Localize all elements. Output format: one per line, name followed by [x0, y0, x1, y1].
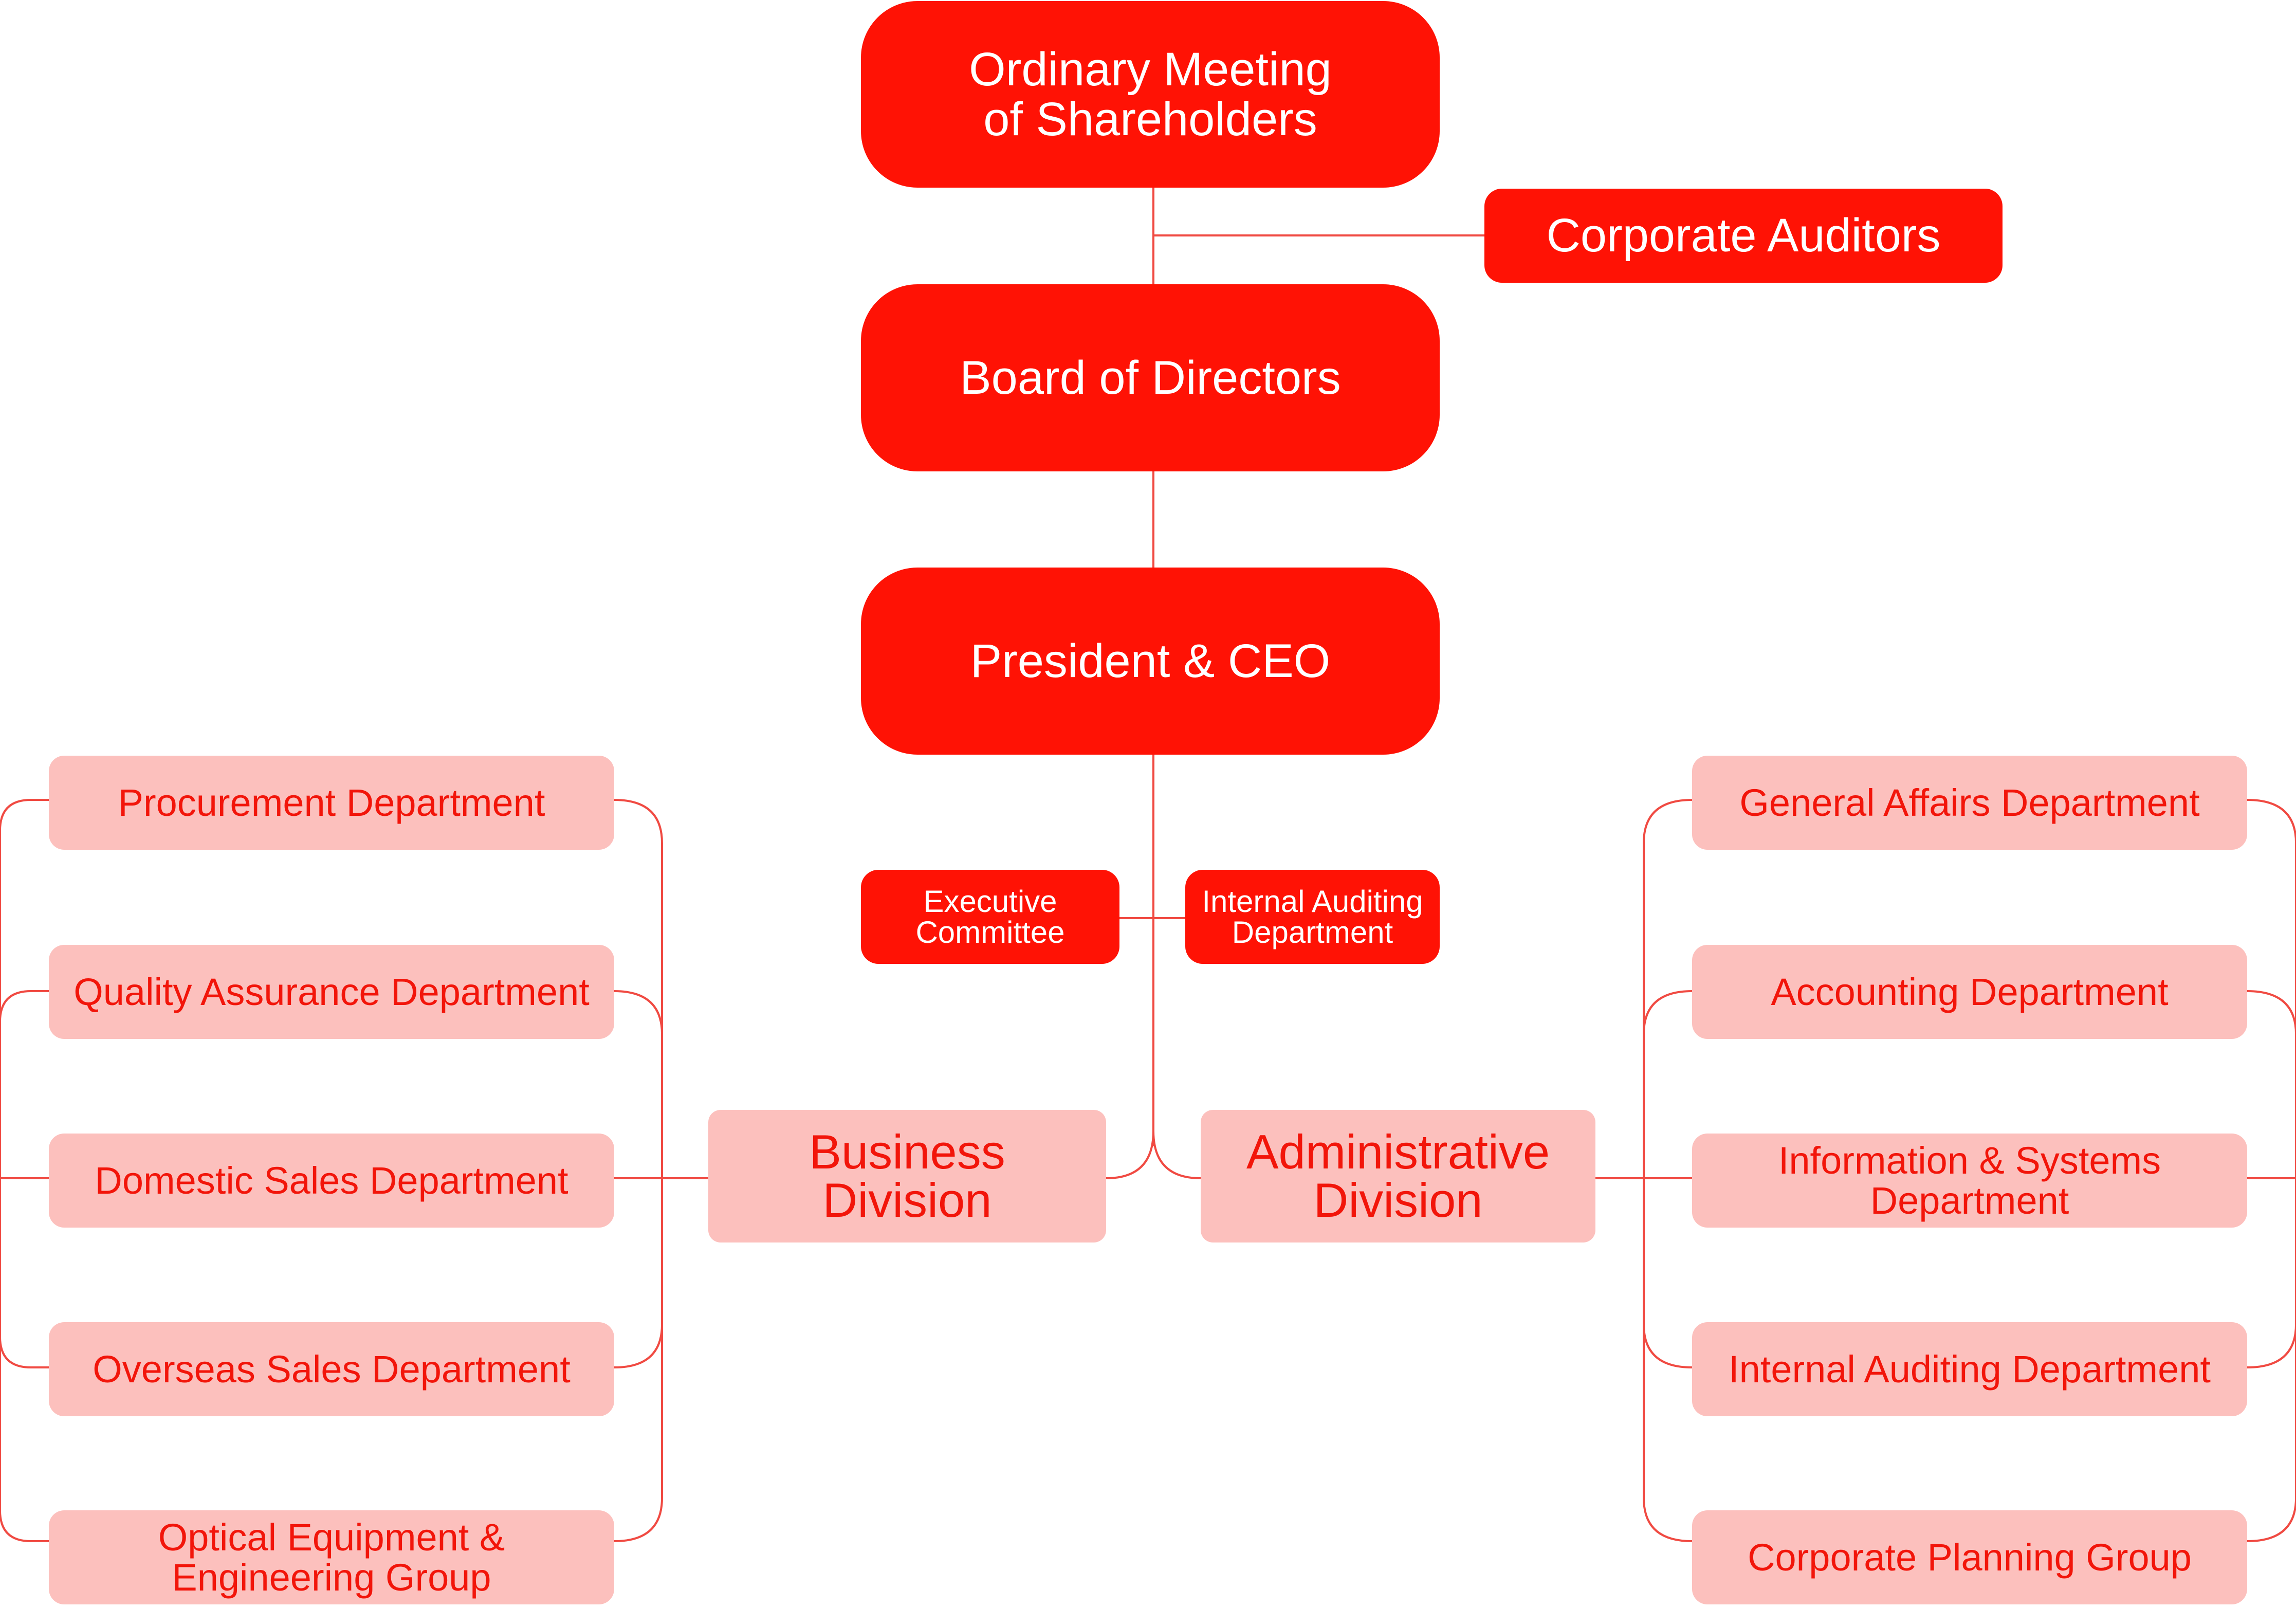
business-division-box: Business Division — [708, 1110, 1106, 1242]
administrative-division-label: Administrative Division — [1246, 1125, 1550, 1227]
general-affairs-department-box: General Affairs Department — [1692, 756, 2247, 850]
administrative-division-box: Administrative Division — [1201, 1110, 1595, 1242]
department-label: Quality Assurance Department — [74, 970, 590, 1013]
business-division-label: Business Division — [809, 1125, 1005, 1227]
internal-auditing-label: Internal Auditing Department — [1202, 884, 1423, 949]
board-box: Board of Directors — [861, 284, 1440, 471]
overseas-sales-department-box: Overseas Sales Department — [49, 1322, 614, 1416]
quality-assurance-department-box: Quality Assurance Department — [49, 945, 614, 1039]
department-label: Corporate Planning Group — [1748, 1536, 2192, 1579]
president-box: President & CEO — [861, 568, 1440, 755]
internal-auditing-department-box: Internal Auditing Department — [1692, 1322, 2247, 1416]
shareholders-box: Ordinary Meeting of Shareholders — [861, 1, 1440, 188]
president-label: President & CEO — [970, 634, 1331, 687]
department-label: Procurement Department — [118, 781, 545, 824]
procurement-department-box: Procurement Department — [49, 756, 614, 850]
accounting-department-box: Accounting Department — [1692, 945, 2247, 1039]
department-label: Overseas Sales Department — [93, 1347, 571, 1391]
information-systems-department-box: Information & Systems Department — [1692, 1134, 2247, 1228]
department-label: General Affairs Department — [1739, 781, 2200, 824]
corporate-planning-group-box: Corporate Planning Group — [1692, 1510, 2247, 1604]
business-brackets — [0, 799, 663, 1542]
executive-committee-box: Executive Committee — [861, 870, 1119, 964]
department-label: Accounting Department — [1771, 970, 2169, 1013]
department-label: Optical Equipment & Engineering Group — [158, 1515, 505, 1599]
admin-brackets — [1643, 799, 2296, 1542]
optical-equipment-group-box: Optical Equipment & Engineering Group — [49, 1510, 614, 1604]
department-label: Domestic Sales Department — [95, 1159, 568, 1202]
department-label: Internal Auditing Department — [1729, 1347, 2211, 1391]
internal-auditing-box: Internal Auditing Department — [1185, 870, 1440, 964]
corporate-auditors-label: Corporate Auditors — [1546, 209, 1941, 262]
department-label: Information & Systems Department — [1778, 1139, 2161, 1222]
corporate-auditors-box: Corporate Auditors — [1484, 189, 2003, 283]
board-label: Board of Directors — [960, 351, 1341, 404]
domestic-sales-department-box: Domestic Sales Department — [49, 1134, 614, 1228]
executive-committee-label: Executive Committee — [915, 884, 1065, 949]
admin-division-connector — [1152, 1130, 1201, 1179]
shareholders-label: Ordinary Meeting of Shareholders — [969, 43, 1332, 145]
business-division-connector — [1106, 1130, 1154, 1179]
